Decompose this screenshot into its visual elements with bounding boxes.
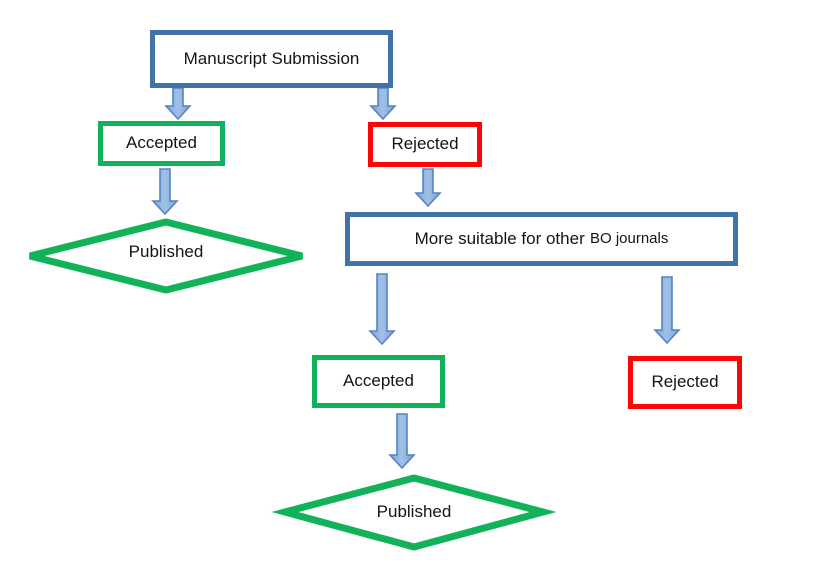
node-rejected-right: Rejected	[628, 356, 742, 409]
node-rejected-top: Rejected	[368, 122, 482, 167]
node-published-bottom-label: Published	[376, 502, 452, 521]
node-label: Rejected	[391, 134, 459, 154]
node-accepted-top: Accepted	[98, 121, 225, 166]
arrow-down-icon	[388, 413, 416, 470]
node-label: Rejected	[651, 372, 719, 392]
node-label: Accepted	[343, 371, 414, 391]
node-more-suitable: More suitable for other BO journals	[345, 212, 738, 266]
node-accepted-mid: Accepted	[312, 355, 445, 408]
node-label: Accepted	[126, 133, 197, 153]
arrow-down-icon	[414, 168, 442, 208]
arrow-down-icon	[368, 273, 396, 346]
node-label: More suitable for other	[414, 228, 585, 248]
arrow-down-icon	[164, 87, 192, 121]
node-label-secondary: BO journals	[589, 229, 669, 247]
arrow-down-icon	[369, 87, 397, 121]
arrow-down-icon	[653, 276, 681, 345]
published-diamond-left	[29, 218, 303, 294]
node-manuscript-submission: Manuscript Submission	[150, 30, 393, 88]
node-label: Manuscript Submission	[183, 48, 360, 68]
arrow-down-icon	[151, 168, 179, 216]
node-published-left-label: Published	[128, 242, 204, 261]
published-diamond-bottom	[271, 474, 557, 551]
